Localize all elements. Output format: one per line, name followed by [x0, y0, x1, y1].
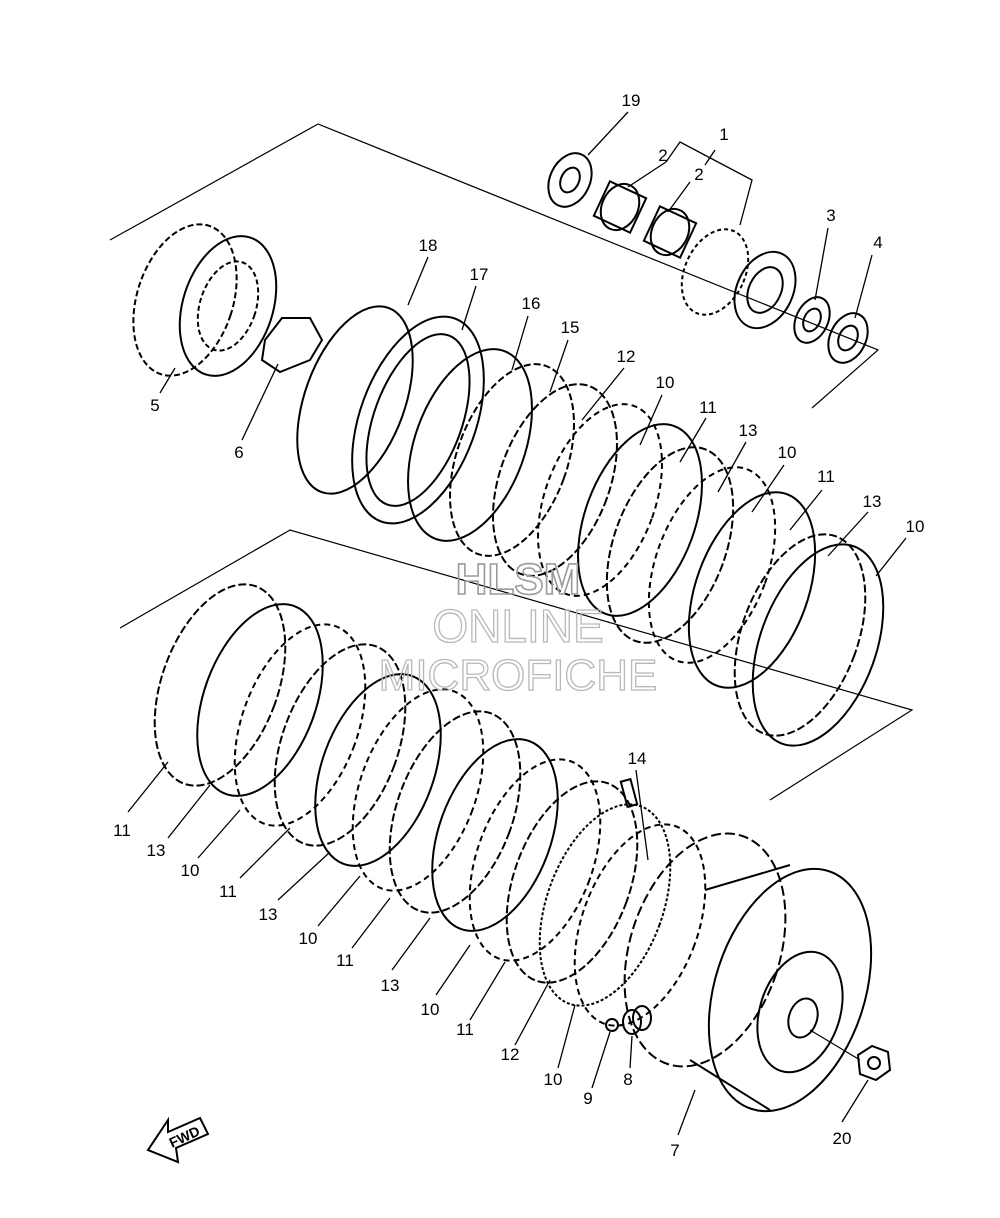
callout-2b: 2 — [694, 165, 703, 184]
lower-plate-stack — [153, 583, 707, 1027]
callout-13: 13 — [259, 905, 278, 924]
upper-plate-stack — [492, 383, 885, 747]
fwd-label: FWD — [167, 1123, 203, 1151]
callout-3: 3 — [826, 206, 835, 225]
watermark-line3: MICROFICHE — [379, 651, 658, 700]
callout-11: 11 — [817, 467, 835, 486]
callout-20: 20 — [833, 1129, 852, 1148]
part-6-nut — [260, 317, 324, 374]
callout-9: 9 — [583, 1089, 592, 1108]
part-9-nut — [605, 1018, 619, 1032]
callout-19: 19 — [622, 91, 641, 110]
callout-8: 8 — [623, 1070, 632, 1089]
part-17-pressure-plate — [351, 315, 485, 525]
callout-12: 12 — [501, 1045, 520, 1064]
watermark-line2: ONLINE — [432, 600, 603, 652]
callout-11: 11 — [219, 882, 237, 901]
callout-10: 10 — [544, 1070, 563, 1089]
upper-assembly-frame — [109, 123, 880, 409]
callout-13: 13 — [381, 976, 400, 995]
callout-13: 13 — [739, 421, 758, 440]
part-20-nut — [809, 1029, 892, 1082]
callout-11: 11 — [336, 951, 354, 970]
part-14-spring — [619, 777, 639, 809]
part-7-clutch-housing — [623, 832, 873, 1113]
callout-10: 10 — [421, 1000, 440, 1019]
callout-4: 4 — [873, 233, 882, 252]
part-19-washer — [547, 152, 593, 208]
callout-6: 6 — [234, 443, 243, 462]
part-4-washer — [827, 312, 869, 364]
callout-18: 18 — [419, 236, 438, 255]
leader-lines — [127, 111, 907, 1136]
callout-5: 5 — [150, 396, 159, 415]
callout-11: 11 — [456, 1020, 474, 1039]
lower-assembly-frame — [119, 529, 914, 801]
part-2-bearing — [592, 179, 698, 260]
callout-2a: 2 — [658, 146, 667, 165]
callout-10: 10 — [299, 929, 318, 948]
part-18-circlip — [296, 305, 414, 495]
callout-10: 10 — [906, 517, 925, 536]
callout-1: 1 — [719, 125, 728, 144]
callout-7: 7 — [670, 1141, 679, 1160]
callout-16: 16 — [522, 294, 541, 313]
part-3-spacer — [793, 296, 831, 344]
callout-10: 10 — [656, 373, 675, 392]
callout-14: 14 — [628, 749, 647, 768]
watermark: HLSM ONLINE MICROFICHE — [378, 554, 658, 700]
callout-10: 10 — [181, 861, 200, 880]
part-5-clutch-boss — [132, 223, 278, 377]
callout-13: 13 — [863, 492, 882, 511]
fwd-arrow-icon: FWD — [146, 1116, 210, 1164]
callout-11: 11 — [113, 821, 131, 840]
part-8-collar — [622, 1005, 652, 1035]
part-15-plate — [449, 363, 575, 557]
watermark-line1: HLSM — [456, 555, 581, 604]
callout-12: 12 — [617, 347, 636, 366]
callout-17: 17 — [470, 265, 489, 284]
callout-11: 11 — [699, 398, 717, 417]
callout-labels: 19 1 2 2 3 4 18 17 16 15 12 10 11 13 10 … — [113, 91, 924, 1160]
callout-13: 13 — [147, 841, 166, 860]
part-16-plate — [407, 348, 533, 542]
callout-15: 15 — [561, 318, 580, 337]
part-1-primary-driven-gear — [680, 228, 797, 330]
callout-10: 10 — [778, 443, 797, 462]
